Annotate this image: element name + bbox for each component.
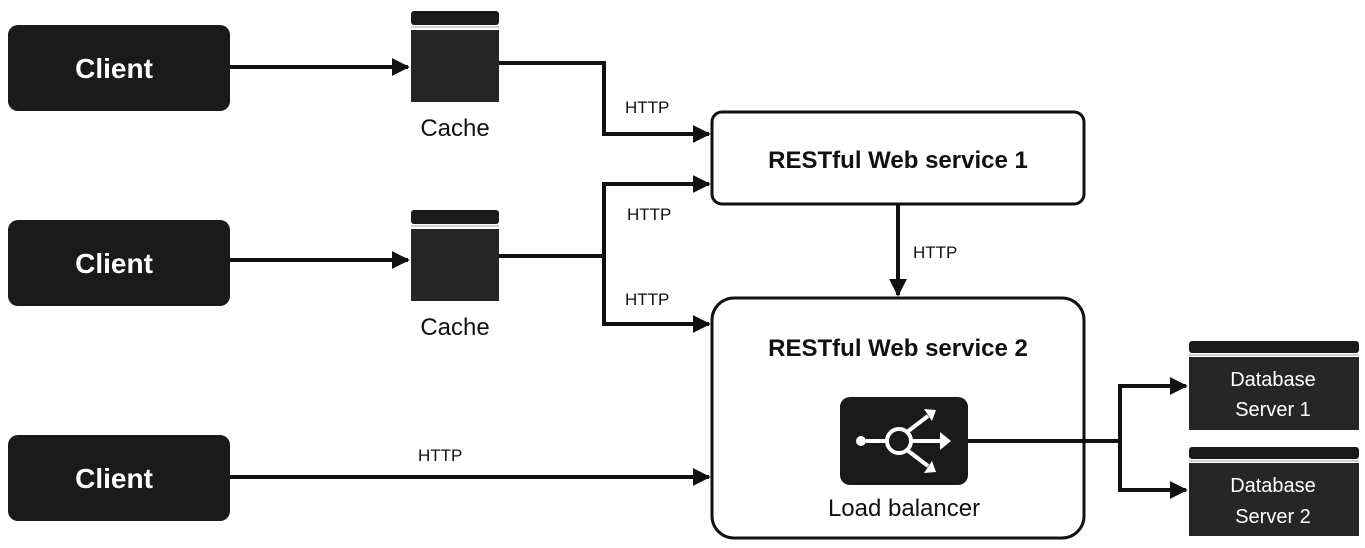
http-label-cache1-service1: HTTP <box>625 98 669 117</box>
client-2-label: Client <box>75 248 153 279</box>
http-label-cache2-service1: HTTP <box>627 205 671 224</box>
load-balancer: Load balancer <box>828 397 980 522</box>
http-label-service1-service2: HTTP <box>913 243 957 262</box>
service-2-label: RESTful Web service 2 <box>768 335 1028 362</box>
http-label-cache2-service2: HTTP <box>625 290 669 309</box>
database-server-2-icon <box>1189 447 1359 536</box>
database-server-2-line1: Database <box>1230 475 1316 497</box>
database-server-1-icon <box>1189 341 1359 430</box>
cache-1-icon <box>411 11 499 102</box>
database-server-2-line2: Server 2 <box>1235 506 1311 528</box>
connectors <box>230 58 1188 499</box>
database-server-1-line2: Server 1 <box>1235 399 1311 421</box>
arrow-cache2-to-service2 <box>602 256 711 333</box>
client-3-label: Client <box>75 463 153 494</box>
cache-2-icon <box>411 210 499 301</box>
arrow-loadbalancer-to-db2 <box>1118 441 1188 499</box>
cache-1: Cache <box>411 11 499 142</box>
database-server-1-line1: Database <box>1230 369 1316 391</box>
load-balancer-icon <box>840 397 968 485</box>
client-1: Client <box>8 25 230 111</box>
arrow-cache2-to-service1 <box>602 175 711 256</box>
http-label-client3-service2: HTTP <box>418 446 462 465</box>
service-1-label: RESTful Web service 1 <box>768 147 1028 174</box>
cache-2-label: Cache <box>420 314 489 341</box>
cache-2: Cache <box>411 210 499 341</box>
client-1-label: Client <box>75 53 153 84</box>
cache-1-label: Cache <box>420 115 489 142</box>
client-3: Client <box>8 435 230 521</box>
restful-web-service-1: RESTful Web service 1 <box>710 110 1086 206</box>
database-server-1: Database Server 1 <box>1189 341 1359 430</box>
arrow-cache1-to-service1 <box>499 61 711 143</box>
database-server-2: Database Server 2 <box>1189 447 1359 536</box>
client-2: Client <box>8 220 230 306</box>
arrow-loadbalancer-to-db1 <box>1118 377 1188 441</box>
load-balancer-label: Load balancer <box>828 495 980 522</box>
